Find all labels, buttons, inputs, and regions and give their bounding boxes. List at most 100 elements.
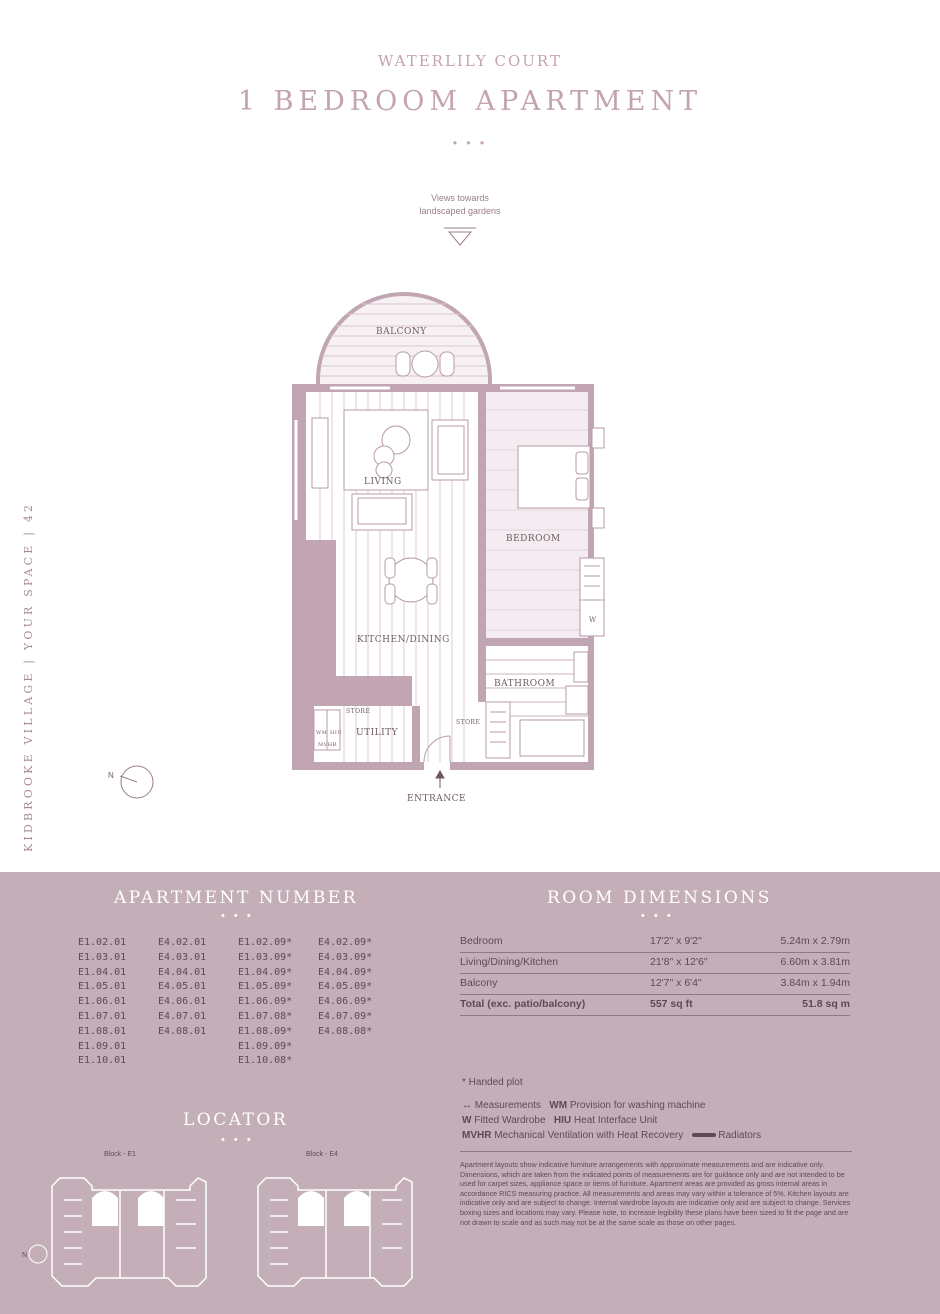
legend-divider (460, 1151, 852, 1152)
apartment-col-1: E1.02.01 E1.03.01 E1.04.01 E1.05.01 E1.0… (78, 936, 126, 1069)
page-title: 1 BEDROOM APARTMENT (237, 86, 703, 117)
dimension-row: Bedroom 17'2" x 9'2" 5.24m x 2.79m (460, 932, 850, 953)
dim-room: Bedroom (460, 935, 503, 947)
views-note: Views towards landscaped gardens (380, 192, 540, 218)
label-entrance: ENTRANCE (407, 794, 466, 804)
apt-item: E4.06.09* (318, 996, 373, 1008)
label-kitchen: KITCHEN/DINING (357, 635, 450, 645)
apt-item: E1.04.09* (238, 966, 293, 978)
legend-row-2: W Fitted Wardrobe HIU Heat Interface Uni… (462, 1115, 657, 1126)
living-furniture (343, 409, 469, 531)
legend-radiators: Radiators (718, 1130, 762, 1141)
handed-note: * Handed plot (462, 1077, 523, 1088)
dim-imperial: 21'8" x 12'6" (650, 956, 708, 968)
apt-item: E1.09.01 (78, 1040, 127, 1052)
locator-north-icon (28, 1244, 48, 1264)
measurement-arrow-icon: ↔ (462, 1100, 472, 1111)
room-dimensions-heading: ROOM DIMENSIONS (547, 888, 772, 908)
dim-total-room: Total (exc. patio/balcony) (460, 998, 586, 1010)
apt-item: E4.07.09* (318, 1010, 373, 1022)
apt-item: E1.09.09* (238, 1040, 293, 1052)
apt-item: E1.05.09* (238, 981, 293, 993)
apt-item: E1.10.08* (238, 1055, 293, 1067)
view-marker (444, 227, 476, 246)
label-hiu: HIU (330, 730, 342, 736)
block-e1-highlight (92, 1191, 164, 1226)
apt-item: E1.07.01 (78, 1010, 127, 1022)
apt-item: E1.07.08* (238, 1010, 293, 1022)
locator-dots: • • • (221, 1134, 254, 1146)
apt-item: E1.04.01 (78, 966, 127, 978)
block-e4-highlight (298, 1191, 370, 1226)
apt-item: E1.02.09* (238, 937, 293, 948)
block-e4 (257, 1177, 413, 1287)
dim-room: Living/Dining/Kitchen (460, 956, 559, 968)
apt-item: E1.05.01 (78, 981, 127, 993)
label-bedroom: BEDROOM (506, 534, 561, 544)
apt-item: E4.08.08* (318, 1025, 373, 1037)
dim-total-imperial: 557 sq ft (650, 998, 693, 1010)
block-e1-label: Block - E1 (104, 1151, 136, 1158)
disclaimer-text: Apartment layouts show indicative furnit… (460, 1160, 851, 1227)
dim-room: Balcony (460, 977, 498, 989)
locator-north-label: N (22, 1252, 27, 1259)
label-store-2: STORE (456, 719, 480, 726)
room-dimensions-dots: • • • (641, 910, 674, 922)
legend-measurements: Measurements (474, 1100, 541, 1111)
utility-area (313, 701, 511, 763)
dim-metric: 5.24m x 2.79m (780, 935, 850, 947)
apt-item: E4.07.01 (158, 1010, 207, 1022)
apartment-number-heading: APARTMENT NUMBER (114, 888, 359, 908)
apt-item: E4.02.09* (318, 937, 373, 948)
label-balcony: BALCONY (376, 327, 427, 337)
apt-item: E1.06.01 (78, 996, 127, 1008)
views-line-2: landscaped gardens (419, 206, 501, 216)
radiator-icon (691, 1133, 716, 1138)
legend-hiu-desc: Heat Interface Unit (573, 1115, 658, 1126)
dimension-row: Living/Dining/Kitchen 21'8" x 12'6" 6.60… (460, 953, 850, 974)
info-panel (0, 872, 940, 1314)
dim-imperial: 17'2" x 9'2" (650, 935, 702, 947)
apt-item: E1.10.01 (78, 1055, 127, 1067)
kitchen-counter (306, 417, 412, 706)
legend-mvhr-desc: Mechanical Ventilation with Heat Recover… (494, 1130, 684, 1141)
apt-item: E4.03.09* (318, 951, 373, 963)
dining-set (384, 557, 438, 605)
block-e1 (51, 1177, 207, 1287)
bed (517, 427, 605, 529)
dim-total-metric: 51.8 sq m (802, 998, 850, 1010)
dim-metric: 6.60m x 3.81m (780, 956, 850, 968)
views-line-1: Views towards (431, 193, 489, 203)
wardrobe (579, 557, 605, 637)
bedroom-floor (486, 392, 588, 638)
legend-wm-desc: Provision for washing machine (569, 1100, 706, 1111)
apt-item: E4.06.01 (158, 996, 207, 1008)
dimension-row: Balcony 12'7" x 6'4" 3.84m x 1.94m (460, 974, 850, 995)
apartment-number-dots: • • • (221, 910, 254, 922)
label-store: STORE (346, 708, 370, 715)
locator-heading: LOCATOR (183, 1110, 289, 1130)
label-wm: WM (316, 730, 327, 736)
estate-name: WATERLILY COURT (378, 52, 562, 70)
dim-metric: 3.84m x 1.94m (780, 977, 850, 989)
apt-item: E4.05.09* (318, 981, 373, 993)
label-utility: UTILITY (356, 728, 399, 738)
legend-mvhr-key: MVHR (462, 1130, 492, 1141)
apartment-col-4: E4.02.09* E4.03.09* E4.04.09* E4.05.09* … (318, 936, 372, 1040)
apt-item: E4.03.01 (158, 951, 207, 963)
apt-item: E1.02.01 (78, 937, 127, 948)
apartment-col-3: E1.02.09* E1.03.09* E1.04.09* E1.05.09* … (238, 936, 292, 1069)
entrance-arrow (435, 769, 445, 788)
legend-hiu-key: HIU (553, 1115, 572, 1126)
label-mvhr: MVHR (318, 742, 337, 748)
legend-w-key: W (462, 1115, 472, 1126)
locator-map: N (22, 1177, 413, 1287)
apt-item: E4.04.01 (158, 966, 207, 978)
apt-item: E4.08.01 (158, 1025, 207, 1037)
label-living: LIVING (364, 477, 402, 487)
title-dots: • • • (452, 136, 488, 150)
block-e4-label: Block - E4 (306, 1151, 338, 1158)
legend-row-1: ↔ Measurements WM Provision for washing … (462, 1100, 705, 1111)
apt-item: E4.02.01 (158, 937, 207, 948)
legend-row-3: MVHR Mechanical Ventilation with Heat Re… (462, 1130, 761, 1141)
